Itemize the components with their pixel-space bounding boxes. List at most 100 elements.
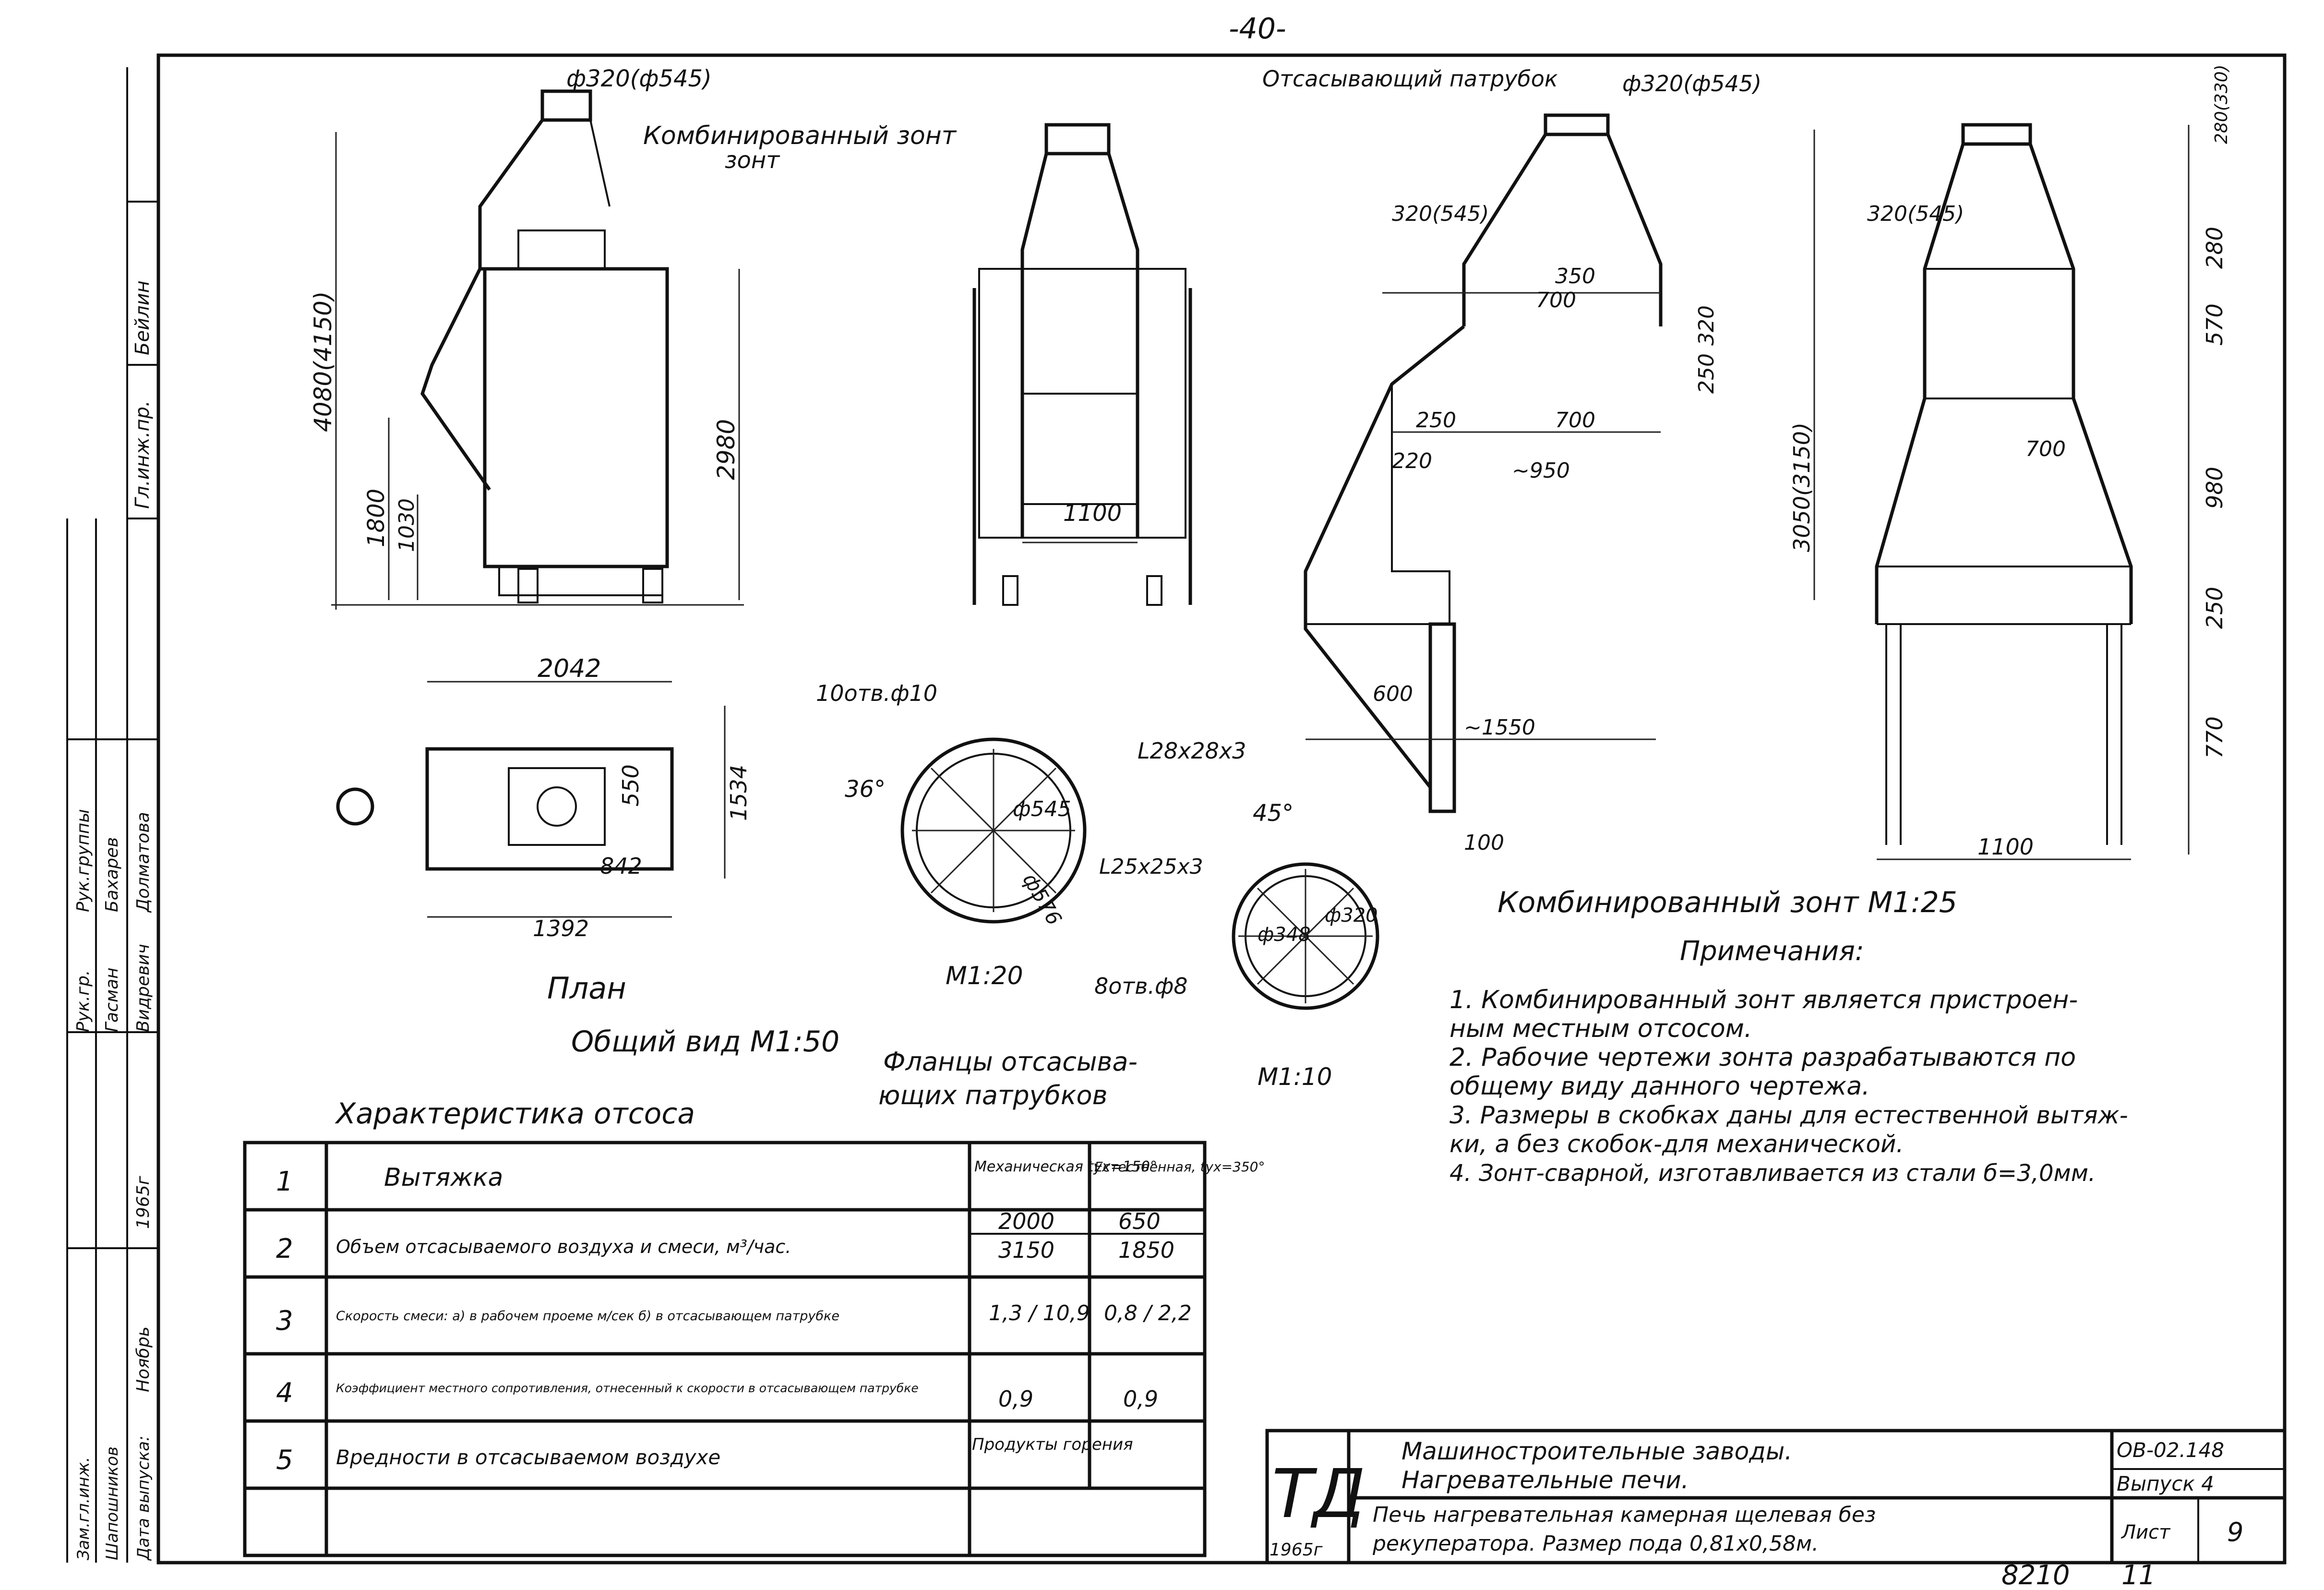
flange-d4: ф320 <box>1325 904 1378 927</box>
hood-dim-600: 600 <box>1373 682 1413 706</box>
page-number: -40- <box>1229 12 1286 46</box>
north-marker <box>336 787 374 826</box>
hood-dim-700b: 700 <box>1555 408 1595 433</box>
row-3-nat: 0,8 / 2,2 <box>1104 1301 1192 1325</box>
row-2-mech: 3150 <box>998 1237 1054 1263</box>
hood-dim-250c: 250 <box>2202 587 2228 629</box>
hood-view-front: 280(330) 320(545) 280 570 3050(3150) 700… <box>1497 64 2231 919</box>
hood-dim-3050: 3050(3150) <box>1789 422 1815 552</box>
hood-dim-100: 100 <box>1464 831 1504 855</box>
row-2-num: 2 <box>276 1233 293 1265</box>
side-role-2: Рук.группы <box>73 809 93 912</box>
flange-scale-1: М1:20 <box>946 962 1023 990</box>
hood-view-side: 320(545) 350 700 320 250 250 700 220 ~95… <box>1262 66 1761 855</box>
row-2-name: Объем отсасываемого воздуха и смеси, м³/… <box>336 1236 791 1257</box>
dim-842: 842 <box>600 853 642 879</box>
hood-dim-950: ~950 <box>1512 458 1570 483</box>
note-line-7: 4. Зонт-сварной, изготавливается из стал… <box>1450 1160 2096 1187</box>
hood-dim-570: 570 <box>2202 303 2228 346</box>
side-year: 1965г <box>133 1175 153 1229</box>
flange-angle-1: L28x28x3 <box>1138 738 1246 764</box>
label-pipe-diam-2: ф320(ф545) <box>1622 71 1761 96</box>
notes-title: Примечания: <box>1680 936 1864 967</box>
table-title: Характеристика отсоса <box>335 1097 695 1131</box>
dim-2042: 2042 <box>538 654 601 683</box>
row-3-num: 3 <box>276 1305 293 1337</box>
dim-4080: 4080(4150) <box>309 291 337 432</box>
flange-title-1: Фланцы отсасыва- <box>883 1047 1138 1077</box>
side-role-6: Зам.гл.инж. <box>74 1457 93 1560</box>
hood-dim-700c: 700 <box>2025 437 2066 461</box>
side-name-3: Видревич <box>133 944 153 1032</box>
stamp-inventory-2: 11 <box>2121 1560 2156 1588</box>
hood-dim-980: 980 <box>2202 467 2228 509</box>
row-3-mech: 1,3 / 10,9 <box>989 1301 1090 1325</box>
row-1b-nat: 650 <box>1118 1208 1161 1234</box>
sheet-frame <box>156 53 2287 1565</box>
note-line-2: ным местным отсосом. <box>1450 1014 1752 1043</box>
note-line-6: ки, а без скобок-для механической. <box>1450 1130 1904 1158</box>
side-upper-name: Бейлин <box>132 280 154 355</box>
stamp-line-2: Нагревательные печи. <box>1402 1466 1689 1494</box>
label-pipe-diam-1: ф320(ф545) <box>566 65 712 92</box>
row-3-name: Скорость смеси: а) в рабочем проеме м/се… <box>336 1309 839 1324</box>
side-name-6: Шапошников <box>103 1446 122 1560</box>
hood-dim-280-330: 280(330) <box>2212 64 2231 144</box>
note-line-3: 2. Рабочие чертежи зонта разрабатываются… <box>1450 1043 2076 1072</box>
label-combined-hood: Комбинированный зонт <box>643 121 957 150</box>
side-stamp: Рук.гр. Рук.группы Гасман Бахарев Видрев… <box>66 67 159 1563</box>
row-4-mech: 0,9 <box>998 1386 1033 1412</box>
hood-dim-280: 280 <box>2202 227 2228 269</box>
row-1-nat: Естественная, tух=350° <box>1094 1159 1265 1175</box>
row-1-mech: Механическая tух=150° <box>974 1158 1157 1175</box>
dim-1030: 1030 <box>395 498 419 552</box>
dim-1100-front: 1100 <box>1063 500 1122 527</box>
label-suction-pipe: Отсасывающий патрубок <box>1262 66 1558 92</box>
side-upper-role: Гл.инж.пр. <box>132 400 154 509</box>
flange-deg-1: 36° <box>845 776 886 803</box>
stamp-issue: Выпуск 4 <box>2117 1472 2214 1495</box>
stamp-line-3: Печь нагревательная камерная щелевая без <box>1373 1503 1876 1527</box>
general-view-title: Общий вид М1:50 <box>571 1025 839 1059</box>
stamp-code: ОВ-02.148 <box>2117 1438 2224 1462</box>
characteristics-table: Характеристика отсоса 1 Вытяжка Механиче… <box>243 1097 1265 1557</box>
dim-1534: 1534 <box>726 765 752 821</box>
row-4-nat: 0,9 <box>1123 1386 1158 1412</box>
side-name-2: Бахарев <box>102 837 122 912</box>
plan-title: План <box>547 971 626 1006</box>
side-name-4: Долматова <box>133 812 153 913</box>
stamp-inventory: 8210 <box>2001 1560 2070 1588</box>
hood-dim-1550: ~1550 <box>1464 715 1535 740</box>
note-line-5: 3. Размеры в скобках даны для естественн… <box>1450 1101 2128 1129</box>
side-role-10: Дата выпуска: <box>134 1435 153 1561</box>
hood-title: Комбинированный зонт М1:25 <box>1497 886 1957 919</box>
stamp-sheet-number: 9 <box>2227 1517 2243 1547</box>
hood-dim-700a: 700 <box>1536 288 1576 313</box>
row-5-num: 5 <box>276 1445 293 1476</box>
flange-d1: ф545 <box>1013 797 1071 821</box>
hood-dim-350: 350 <box>1555 264 1595 289</box>
hood-dim-1100: 1100 <box>1977 834 2034 860</box>
hood-dim-220: 220 <box>1392 449 1432 473</box>
hood-dim-250b: 250 <box>1416 408 1456 433</box>
flange-deg-2: 45° <box>1253 800 1294 827</box>
logo-td: ТД <box>1272 1455 1366 1533</box>
dim-2980: 2980 <box>712 419 740 480</box>
note-line-4: общему виду данного чертежа. <box>1450 1072 1870 1101</box>
general-view-front: 1100 <box>972 123 1192 606</box>
note-line-1: 1. Комбинированный зонт является пристро… <box>1450 986 2078 1014</box>
notes: Примечания: 1. Комбинированный зонт явля… <box>1450 936 2128 1187</box>
row-4-num: 4 <box>276 1377 293 1409</box>
hood-dim-320-545b: 320(545) <box>1867 202 1964 226</box>
stamp-line-1: Машиностроительные заводы. <box>1402 1437 1792 1465</box>
dim-1392: 1392 <box>533 915 589 941</box>
dim-550: 550 <box>618 764 644 807</box>
flange-angle-2: L25x25x3 <box>1099 855 1203 879</box>
label-zont: зонт <box>725 147 780 174</box>
hood-dim-250a: 250 <box>1694 353 1719 394</box>
hood-dim-320: 320 <box>1694 305 1719 346</box>
hood-dim-320-545: 320(545) <box>1392 202 1489 226</box>
row-5-mech: Продукты горения <box>972 1435 1133 1454</box>
side-name-10: Ноябрь <box>133 1326 153 1392</box>
flange-holes-2: 8отв.ф8 <box>1094 973 1188 999</box>
